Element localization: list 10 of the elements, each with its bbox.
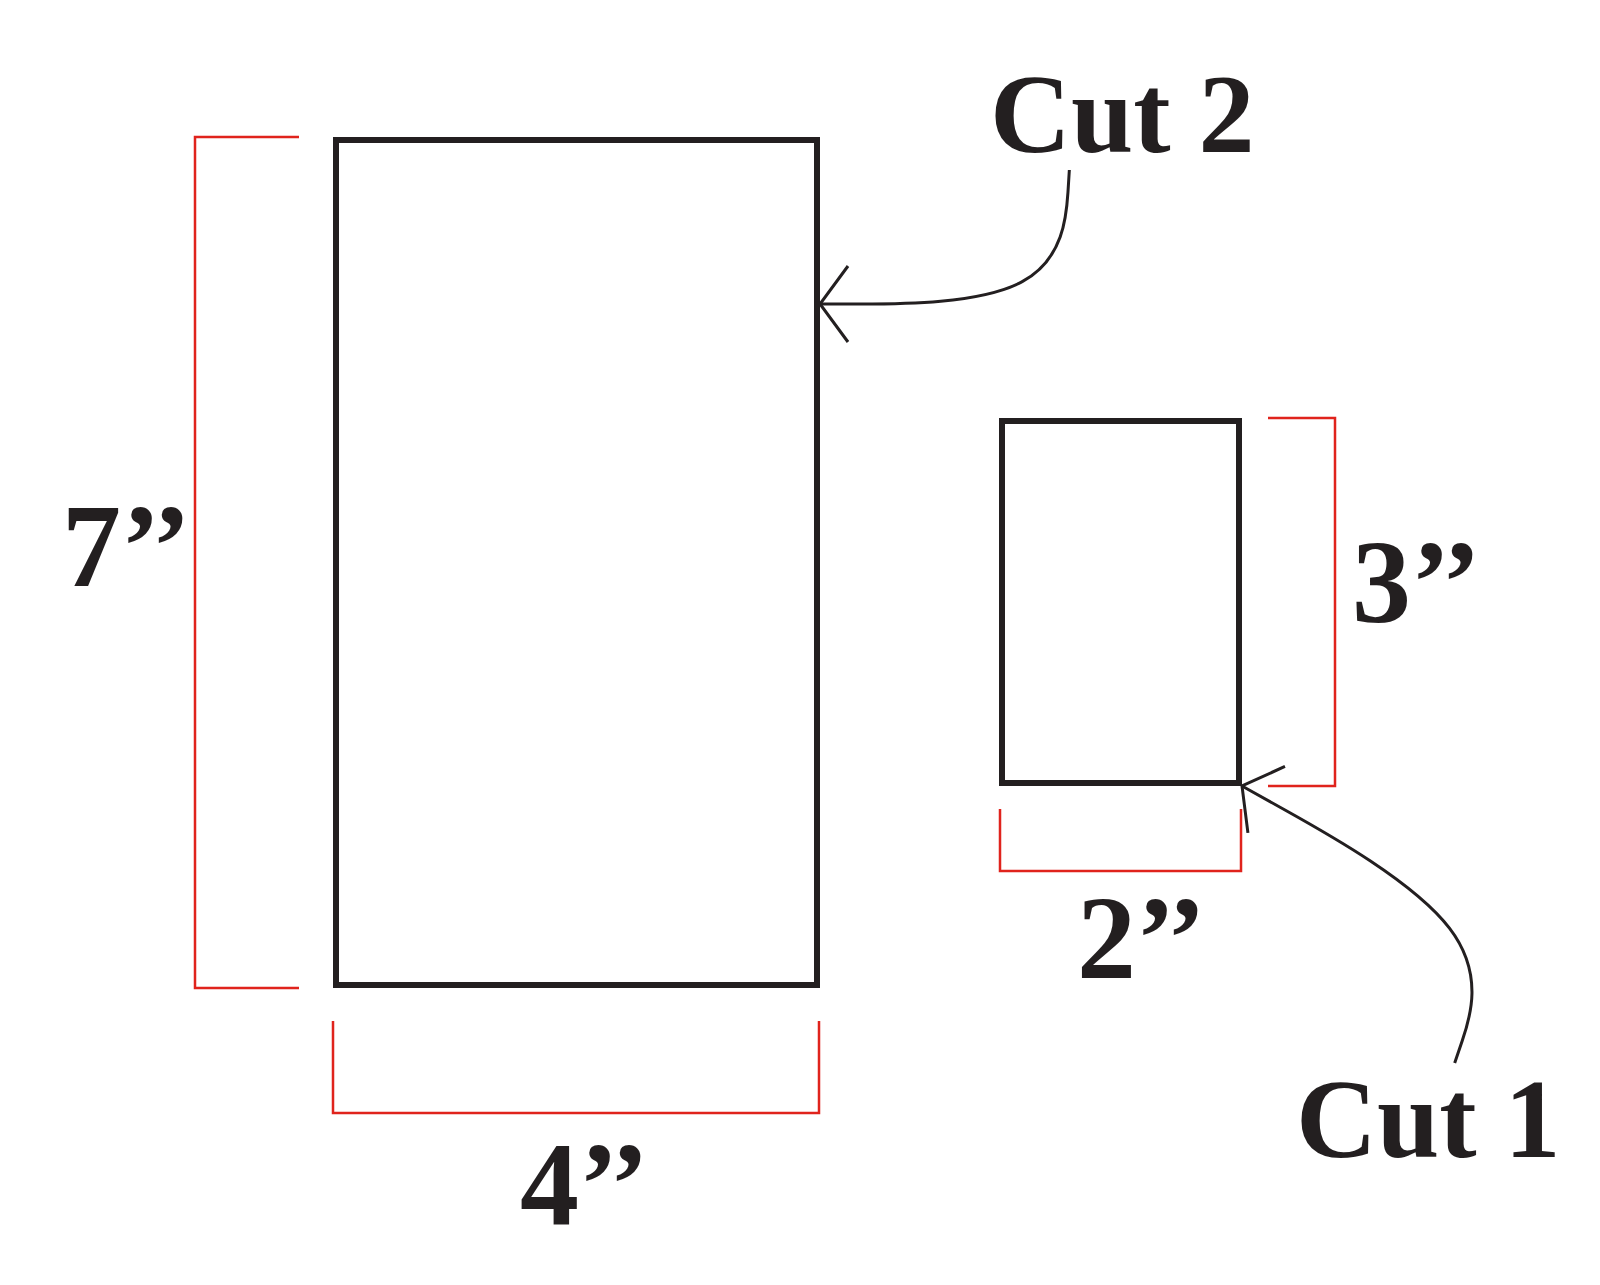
rectangle-outline bbox=[999, 418, 1242, 786]
dimension-label: 4’’ bbox=[520, 1126, 649, 1244]
dimension-label: 2’’ bbox=[1077, 880, 1206, 998]
curved-arrow bbox=[1240, 764, 1474, 1064]
cut-label: Cut 1 bbox=[1296, 1063, 1561, 1175]
rectangle-outline bbox=[333, 137, 820, 988]
cut-label: Cut 2 bbox=[990, 58, 1255, 170]
dimension-label: 7’’ bbox=[62, 488, 191, 606]
curved-arrow bbox=[818, 169, 1071, 344]
dimension-label: 3’’ bbox=[1352, 524, 1481, 642]
